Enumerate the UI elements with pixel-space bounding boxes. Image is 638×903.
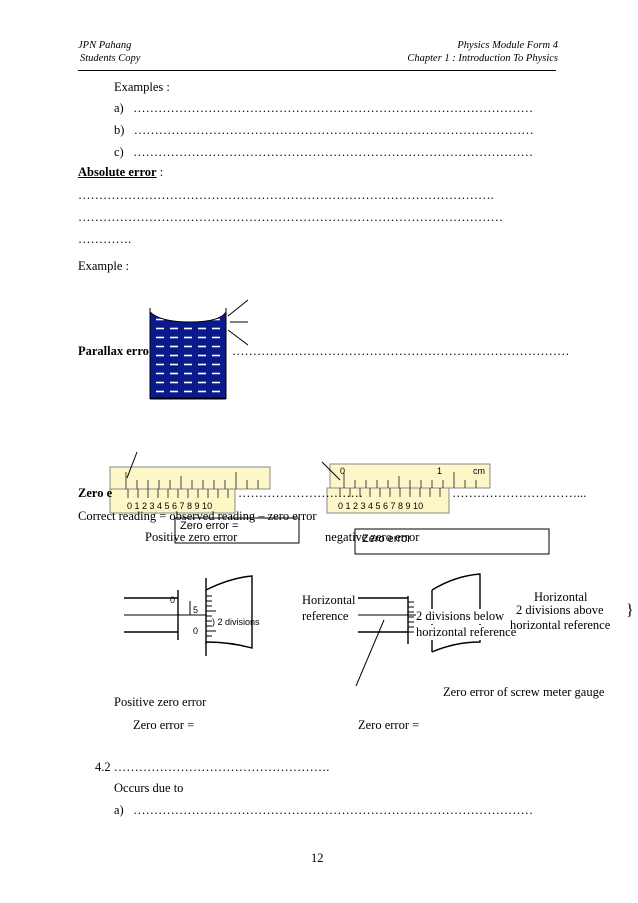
absolute-error-line-1: ……………………………………………………………………………………….	[78, 188, 494, 202]
example-letter: a)	[114, 101, 124, 115]
example-label: Example :	[78, 259, 130, 273]
pointer-arrow-left	[126, 451, 138, 479]
header-rule	[78, 70, 556, 71]
micrometer-positive-label: Positive zero error	[114, 695, 207, 709]
zero-error-box-label: Zero error	[362, 533, 411, 545]
ruler-unit-label: cm	[473, 466, 485, 476]
page-number: 12	[311, 851, 324, 865]
section-number: 4.2	[95, 760, 111, 774]
ruler-one-label: 1	[437, 466, 443, 476]
vernier-right-diagram	[321, 461, 491, 514]
section-4-2-line: 4.2 …………………………………………….	[95, 760, 329, 775]
absolute-error-line-3: ………….	[78, 232, 132, 246]
parallax-error-dots: ………………………………………………………………………	[232, 344, 570, 358]
positive-zero-error-label: Positive zero error	[145, 530, 238, 544]
section-item-dots: ……………………………………………………………………………………	[133, 803, 534, 817]
thimble-ticks-right	[408, 601, 414, 633]
occurs-due-to: Occurs due to	[114, 781, 184, 795]
section-item-a: a) ……………………………………………………………………………………	[114, 803, 533, 818]
thimble-label-0-bottom: 0	[193, 626, 199, 636]
vernier-scale-left	[109, 488, 236, 514]
zero-error-box-right	[354, 528, 550, 555]
vernier-scale-numbers-left: 0 1 2 3 4 5 6 7 8 9 10	[127, 501, 213, 511]
section-dots: …………………………………………….	[113, 760, 330, 774]
vernier-ticks-left	[127, 489, 229, 498]
example-item-b: b) ……………………………………………………………………………………	[114, 123, 534, 138]
zero-error-dots-right: …………………………...	[452, 486, 587, 500]
zero-error-dots-mid: …………………………	[238, 486, 363, 500]
zero-error-heading: Zero e	[78, 486, 113, 500]
thimble-left	[205, 575, 253, 656]
parallax-error-heading: Parallax erro	[78, 344, 149, 358]
eye-arrow-top	[227, 299, 249, 317]
micrometer-left-diagram	[124, 575, 253, 656]
water-body	[149, 310, 227, 399]
header-left-subtitle: Students Copy	[80, 53, 141, 64]
vernier-ticks-right	[339, 488, 441, 497]
beaker-diagram	[149, 299, 249, 400]
absolute-error-heading: Absolute error	[78, 165, 157, 179]
examples-label: Examples :	[114, 80, 170, 94]
correct-reading-formula: Correct reading = observed reading – zer…	[78, 509, 317, 523]
absolute-error-colon: :	[156, 165, 164, 179]
example-dots: ……………………………………………………………………………………	[133, 101, 534, 115]
absolute-error-line-2: …………………………………………………………………………………………	[78, 210, 503, 224]
absolute-error-heading-line: Absolute error :	[78, 165, 163, 180]
vernier-left-diagram	[109, 451, 271, 514]
example-dots: ……………………………………………………………………………………	[133, 123, 534, 137]
horizontal-reference-below-label: horizontal reference	[416, 625, 517, 640]
header-right-title: Physics Module Form 4	[457, 40, 558, 51]
example-dots: ……………………………………………………………………………………	[133, 145, 534, 159]
two-divisions-label: ) 2 divisions	[212, 617, 260, 627]
right-horizontal-label: Horizontal	[534, 590, 588, 604]
right-reference-label: horizontal reference	[510, 618, 611, 632]
ruler-zero-label: 0	[340, 466, 346, 476]
header-right-subtitle: Chapter 1 : Introduction To Physics	[407, 53, 558, 64]
zero-error-equation-left: Zero error =	[180, 520, 239, 532]
vernier-scale-right	[326, 487, 450, 514]
micrometer-zero-error-right: Zero error =	[358, 718, 420, 732]
example-letter: c)	[114, 145, 124, 159]
main-scale-ticks-left	[125, 472, 259, 489]
right-divisions-above-label: 2 divisions above	[516, 603, 604, 617]
eye-arrow-bottom	[227, 329, 249, 346]
right-brace: }	[626, 602, 634, 619]
horizontal-reference-label: Horizontal reference	[302, 593, 356, 623]
thimble-ticks-left	[206, 595, 216, 637]
thimble-label-5: 5	[193, 605, 199, 615]
vernier-scale-numbers-right: 0 1 2 3 4 5 6 7 8 9 10	[338, 501, 424, 511]
negative-zero-error-label: negative zero error	[325, 530, 420, 544]
section-item-letter: a)	[114, 803, 124, 817]
example-item-c: c) ……………………………………………………………………………………	[114, 145, 533, 160]
two-divisions-below-label: 2 divisions below	[416, 609, 505, 624]
main-scale-ticks-right	[343, 472, 477, 488]
micrometer-zero-error-left: Zero error =	[133, 718, 195, 732]
zero-error-box-left	[174, 517, 300, 544]
reference-pointer-right	[355, 619, 385, 687]
header-left-title: JPN Pahang	[78, 40, 132, 51]
thimble-label-0-top: 0	[170, 595, 176, 605]
thimble-right	[431, 573, 481, 653]
screw-gauge-zero-error-label: Zero error of screw meter gauge	[443, 685, 605, 699]
example-letter: b)	[114, 123, 125, 137]
example-item-a: a) ……………………………………………………………………………………	[114, 101, 533, 116]
pointer-arrow-right	[321, 461, 341, 481]
